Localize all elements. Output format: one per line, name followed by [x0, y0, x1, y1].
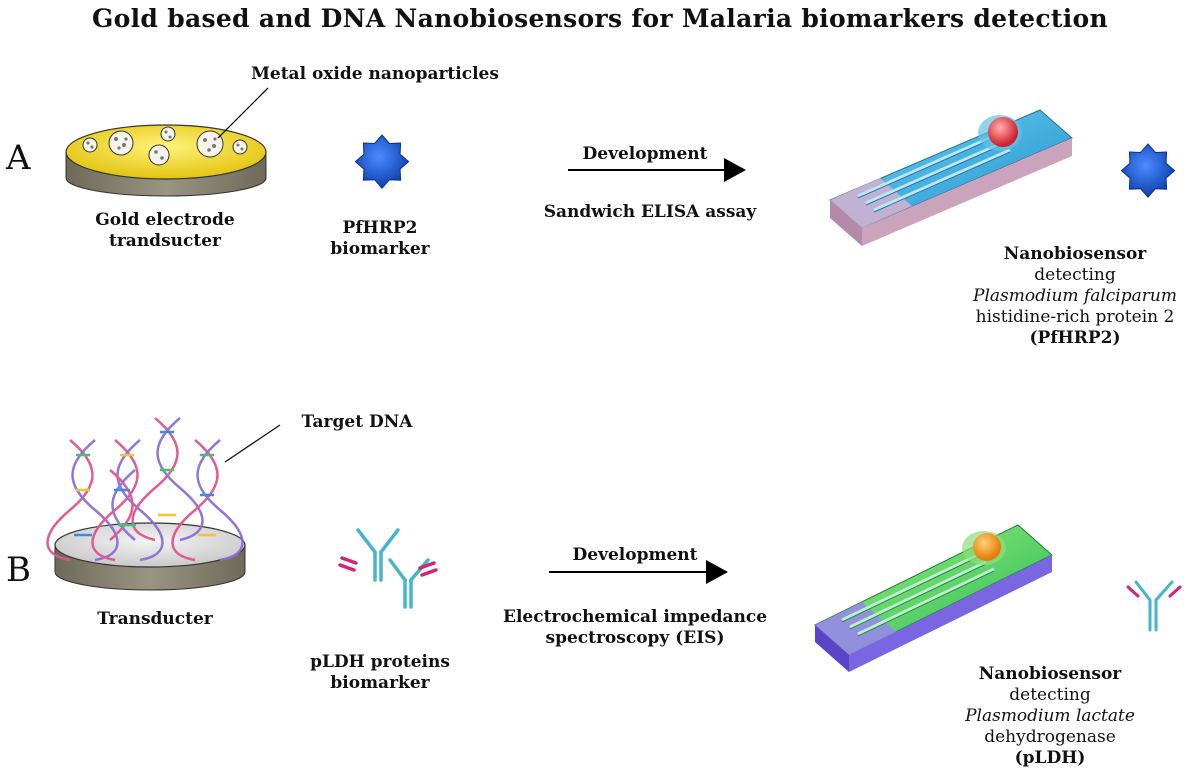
sensor-a-line1: Nanobiosensor — [1003, 244, 1147, 264]
pldh-biomarker-label: pLDH proteins biomarker — [290, 652, 470, 694]
target-dna-label: Target DNA — [301, 412, 413, 432]
pldh-target-icon — [1126, 580, 1182, 632]
sensor-a-label: Nanobiosensor detecting Plasmodium falci… — [950, 244, 1200, 349]
arrow-a-bottom-label: Sandwich ELISA assay — [543, 202, 757, 222]
sensor-a-line2: detecting — [1034, 265, 1116, 285]
pldh-biomarker-icon — [338, 528, 438, 609]
sensor-b-line1: Nanobiosensor — [978, 664, 1122, 684]
gold-electrode-label: Gold electrode trandsucter — [60, 210, 270, 252]
nanobiosensor-a — [829, 109, 1073, 246]
target-dna-pointer — [224, 424, 281, 463]
sensor-b-detection-dot — [973, 533, 1001, 561]
pldh-label-line1: pLDH proteins — [310, 652, 450, 672]
sensor-b-line2: detecting — [1009, 685, 1091, 705]
nanobiosensor-b — [814, 524, 1053, 672]
arrow-b-bottom-line2: spectroscopy (EIS) — [545, 628, 725, 648]
sensor-a-detection-dot — [988, 117, 1018, 147]
pfhrp2-label-line1: PfHRP2 — [342, 218, 418, 238]
nanoparticles-pointer — [217, 87, 269, 139]
sensor-b-label: Nanobiosensor detecting Plasmodium lacta… — [900, 664, 1200, 769]
sensor-b-line3-rest: dehydrogenase — [984, 727, 1116, 747]
nanoparticles-label: Metal oxide nanoparticles — [251, 64, 499, 84]
sensor-b-line3: Plasmodium lactate dehydrogenase — [900, 706, 1200, 748]
gold-electrode-label-line1: Gold electrode — [95, 210, 235, 230]
sensor-b-line3-italic: Plasmodium lactate — [965, 706, 1135, 726]
pfhrp2-target-icon — [1120, 143, 1176, 198]
arrow-b-top-label: Development — [572, 545, 698, 565]
sensor-a-line5: (PfHRP2) — [1029, 328, 1121, 348]
target-dna-helices — [46, 417, 244, 562]
pfhrp2-biomarker-icon — [354, 134, 410, 189]
pfhrp2-biomarker-label: PfHRP2 biomarker — [310, 218, 450, 260]
figure-title: Gold based and DNA Nanobiosensors for Ma… — [91, 4, 1108, 33]
sensor-a-line4: histidine-rich protein 2 — [975, 307, 1175, 327]
development-arrow-b — [549, 560, 728, 584]
sensor-b-line4: (pLDH) — [1014, 748, 1086, 768]
pfhrp2-label-line2: biomarker — [330, 239, 430, 259]
arrow-b-bottom-line1: Electrochemical impedance — [502, 607, 768, 627]
sensor-a-line3: Plasmodium falciparum — [973, 286, 1177, 306]
arrow-a-top-label: Development — [582, 144, 708, 164]
metal-oxide-nanoparticles — [82, 126, 248, 166]
development-arrow-a — [568, 158, 746, 182]
transducer-label: Transducter — [97, 609, 213, 629]
pldh-label-line2: biomarker — [330, 673, 430, 693]
arrow-b-bottom-label: Electrochemical impedance spectroscopy (… — [490, 607, 780, 649]
gold-electrode-label-line2: trandsucter — [109, 231, 221, 251]
panel-a-letter: A — [6, 138, 31, 178]
panel-b-letter: B — [6, 550, 31, 590]
